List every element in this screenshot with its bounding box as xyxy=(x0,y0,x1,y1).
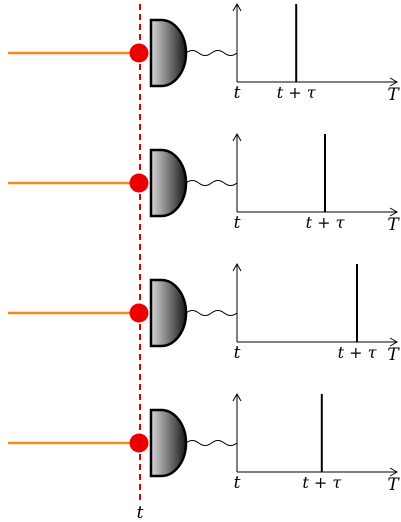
detector-icon xyxy=(149,148,188,218)
detector-icon xyxy=(149,408,188,478)
detector-row-1: t t + τ T xyxy=(8,2,400,105)
x-axis-arrow xyxy=(389,77,399,87)
spike-label: t + τ xyxy=(306,213,346,232)
particle-dot xyxy=(129,433,149,453)
y-axis-arrow xyxy=(232,132,242,142)
signal-wire xyxy=(185,180,238,186)
origin-label: t xyxy=(234,473,241,493)
x-axis-arrow xyxy=(389,207,399,217)
axis-end-label: T xyxy=(387,345,400,365)
detector-row-2: t t + τ T xyxy=(8,132,400,235)
detector-icon xyxy=(149,18,188,88)
origin-label: t xyxy=(234,83,241,103)
signal-wire xyxy=(185,310,238,316)
y-axis-arrow xyxy=(232,392,242,402)
spike-label: t + τ xyxy=(277,83,317,102)
axis-end-label: T xyxy=(387,475,400,495)
axis-end-label: T xyxy=(387,215,400,235)
time-marker-label: t xyxy=(137,503,144,522)
detector-icon xyxy=(149,278,188,348)
origin-label: t xyxy=(234,213,241,233)
particle-dot xyxy=(129,43,149,63)
axis-end-label: T xyxy=(387,85,400,105)
detector-row-3: t t + τ T xyxy=(8,262,400,365)
y-axis-arrow xyxy=(232,262,242,272)
particle-dot xyxy=(129,303,149,323)
detector-row-4: t t + τ T xyxy=(8,392,400,495)
signal-wire xyxy=(185,50,238,56)
spike-label: t + τ xyxy=(338,343,378,362)
particle-dot xyxy=(129,173,149,193)
origin-label: t xyxy=(234,343,241,363)
detector-rows: t t + τ Tt t + τ Tt t + τ Tt t + τ T xyxy=(8,2,400,495)
y-axis-arrow xyxy=(232,2,242,12)
x-axis-arrow xyxy=(389,467,399,477)
signal-wire xyxy=(185,440,238,446)
x-axis-arrow xyxy=(389,337,399,347)
spike-label: t + τ xyxy=(302,473,342,492)
